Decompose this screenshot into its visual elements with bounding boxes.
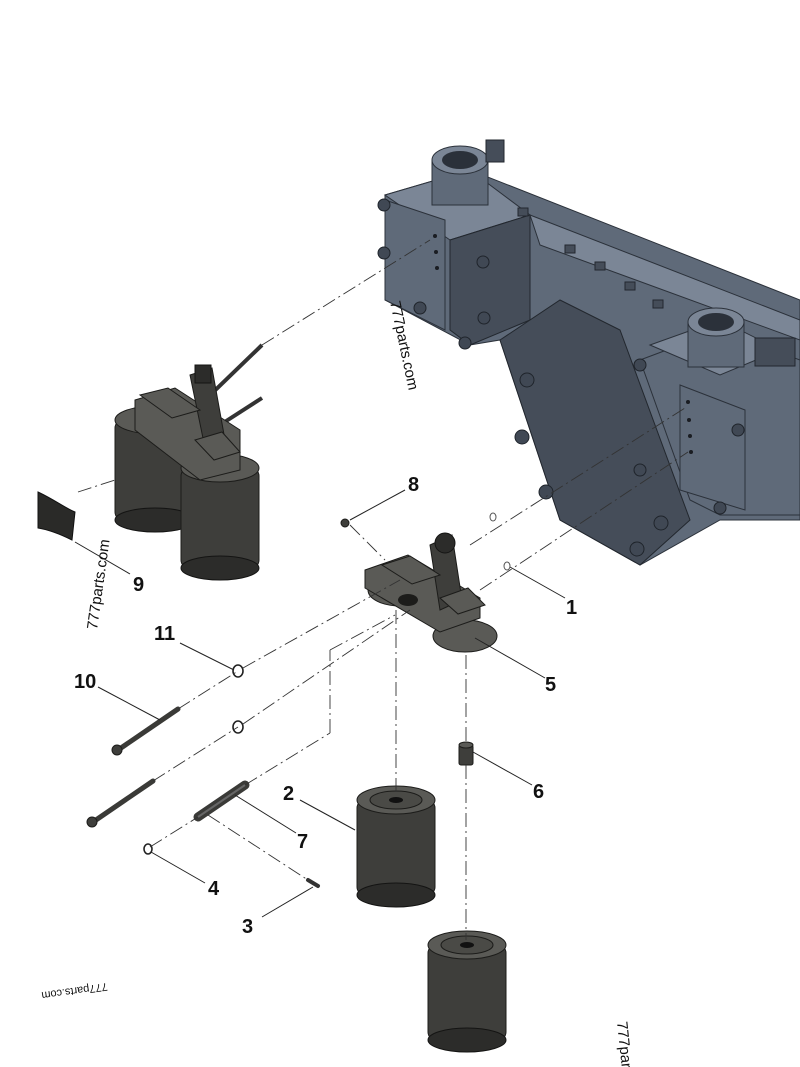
- adapter-fitting: [458, 741, 474, 766]
- valve: [193, 780, 250, 822]
- callout-6: 6: [533, 781, 544, 803]
- filter-element-2: [427, 930, 507, 1053]
- callout-2: 2: [283, 783, 294, 805]
- filter-head: [364, 532, 498, 653]
- bolt-long-1: [111, 706, 181, 756]
- watermark-4: 777parts.com: [613, 1021, 639, 1067]
- watermark-3: 777parts.com: [41, 980, 109, 1001]
- watermark-2: 777parts.com: [84, 538, 113, 630]
- o-ring-3: [143, 843, 153, 855]
- callout-9: 9: [133, 574, 144, 596]
- o-ring-5: [503, 561, 511, 571]
- bolt-long-2: [86, 778, 156, 828]
- manifold-pipe-1: [431, 139, 505, 206]
- decal-sheet: [37, 491, 76, 541]
- filter-assembly-complete: [114, 343, 264, 581]
- callout-7: 7: [297, 831, 308, 853]
- callout-8: 8: [408, 474, 419, 496]
- leader-lines: [74, 489, 566, 918]
- callout-3: 3: [242, 916, 253, 938]
- callout-10: 10: [74, 671, 96, 693]
- callout-11: 11: [154, 623, 175, 645]
- manifold-assembly: [377, 139, 800, 566]
- filter-element-1: [356, 785, 436, 908]
- o-ring-1: [232, 664, 244, 678]
- callout-5: 5: [545, 674, 556, 696]
- plug: [340, 518, 350, 528]
- callout-1: 1: [566, 597, 577, 619]
- o-ring-4: [489, 512, 497, 522]
- callout-4: 4: [208, 878, 220, 900]
- pin: [306, 878, 320, 888]
- manifold-pipe-2: [687, 307, 796, 368]
- assembly-lines: [77, 239, 689, 940]
- o-ring-2: [232, 720, 244, 734]
